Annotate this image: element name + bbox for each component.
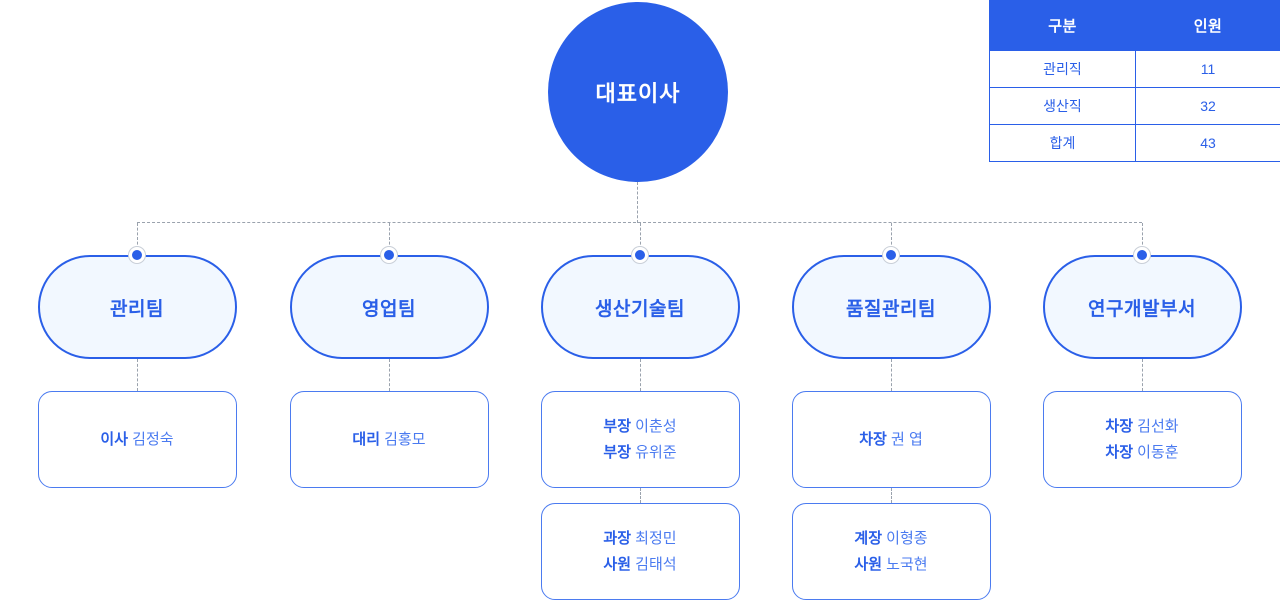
member-name: 노국현 xyxy=(882,555,928,573)
connector-dot-icon xyxy=(883,247,899,263)
table-row: 관리직 11 xyxy=(989,50,1280,88)
org-node-team-label: 품질관리팀 xyxy=(846,298,936,320)
member-rank: 이사 xyxy=(100,430,129,448)
connector-team-drop xyxy=(389,223,390,254)
member-entry: 부장 유위준 xyxy=(603,440,676,466)
member-rank: 사원 xyxy=(603,555,632,573)
member-rank: 부장 xyxy=(603,417,632,435)
member-entry: 대리 김홍모 xyxy=(352,427,425,453)
org-node-root[interactable]: 대표이사 xyxy=(548,2,728,182)
headcount-label: 관리직 xyxy=(989,50,1136,88)
member-entry: 차장 김선화 xyxy=(1105,414,1178,440)
org-node-team-label: 영업팀 xyxy=(362,298,416,320)
org-node-team-2[interactable]: 영업팀 xyxy=(289,255,489,359)
org-node-team-5[interactable]: 연구개발부서 xyxy=(1042,255,1242,359)
headcount-value: 43 xyxy=(1135,124,1280,162)
member-rank: 계장 xyxy=(854,529,883,547)
headcount-header-row: 구분 인원 xyxy=(989,0,1280,51)
org-node-team-1[interactable]: 관리팀 xyxy=(37,255,237,359)
org-node-member[interactable]: 이사 김정숙 xyxy=(37,391,237,488)
member-entry: 계장 이형종 xyxy=(854,526,927,552)
connector-team-drop xyxy=(891,223,892,254)
connector-team-drop xyxy=(137,223,138,254)
org-node-team-3[interactable]: 생산기술팀 xyxy=(540,255,740,359)
member-name: 김정숙 xyxy=(128,430,174,448)
member-name: 최정민 xyxy=(631,529,677,547)
connector-member-link xyxy=(137,359,138,391)
connector-team-drop xyxy=(640,223,641,254)
headcount-label: 합계 xyxy=(989,124,1136,162)
member-entry: 과장 최정민 xyxy=(603,526,676,552)
connector-dot-icon xyxy=(1134,247,1150,263)
connector-member-link xyxy=(891,359,892,391)
member-rank: 차장 xyxy=(1105,443,1134,461)
org-node-member[interactable]: 차장 권 엽 xyxy=(791,391,991,488)
member-entry: 부장 이춘성 xyxy=(603,414,676,440)
headcount-value: 11 xyxy=(1135,50,1280,88)
member-rank: 차장 xyxy=(859,430,887,448)
table-row: 생산직 32 xyxy=(989,87,1280,125)
member-rank: 부장 xyxy=(603,443,632,461)
member-rank: 대리 xyxy=(352,430,381,448)
member-entry: 이사 김정숙 xyxy=(100,427,173,453)
headcount-value: 32 xyxy=(1135,87,1280,125)
connector-member-link xyxy=(640,359,641,391)
connector-member-link xyxy=(1142,359,1143,391)
connector-member-link xyxy=(640,488,641,503)
connector-team-drop xyxy=(1142,223,1143,254)
member-rank: 사원 xyxy=(854,555,883,573)
headcount-header-count: 인원 xyxy=(1135,0,1280,51)
connector-dot-icon xyxy=(632,247,648,263)
table-row: 합계 43 xyxy=(989,124,1280,162)
headcount-body: 관리직 11 생산직 32 합계 43 xyxy=(989,50,1280,162)
connector-dot-icon xyxy=(129,247,145,263)
member-name: 김선화 xyxy=(1133,417,1179,435)
member-name: 권 엽 xyxy=(886,430,923,448)
headcount-table: 구분 인원 관리직 11 생산직 32 합계 43 xyxy=(989,0,1280,162)
connector-member-link xyxy=(389,359,390,391)
connector-root-vertical xyxy=(637,182,638,223)
org-node-team-label: 생산기술팀 xyxy=(595,298,685,320)
member-name: 김태석 xyxy=(631,555,677,573)
member-entry: 차장 이동훈 xyxy=(1105,440,1178,466)
member-rank: 과장 xyxy=(603,529,632,547)
org-node-team-label: 관리팀 xyxy=(110,298,164,320)
member-entry: 사원 노국현 xyxy=(854,552,927,578)
org-node-team-4[interactable]: 품질관리팀 xyxy=(791,255,991,359)
headcount-label: 생산직 xyxy=(989,87,1136,125)
connector-horizontal-bus xyxy=(137,222,1142,223)
org-node-team-label: 연구개발부서 xyxy=(1088,298,1196,320)
member-name: 김홍모 xyxy=(380,430,426,448)
member-name: 유위준 xyxy=(631,443,677,461)
org-node-root-label: 대표이사 xyxy=(595,81,681,106)
connector-dot-icon xyxy=(381,247,397,263)
member-entry: 차장 권 엽 xyxy=(859,427,923,453)
member-rank: 차장 xyxy=(1105,417,1134,435)
member-name: 이형종 xyxy=(882,529,928,547)
headcount-header-category: 구분 xyxy=(989,0,1136,51)
member-entry: 사원 김태석 xyxy=(603,552,676,578)
member-name: 이동훈 xyxy=(1133,443,1179,461)
connector-member-link xyxy=(891,488,892,503)
member-name: 이춘성 xyxy=(631,417,677,435)
org-node-member[interactable]: 대리 김홍모 xyxy=(289,391,489,488)
